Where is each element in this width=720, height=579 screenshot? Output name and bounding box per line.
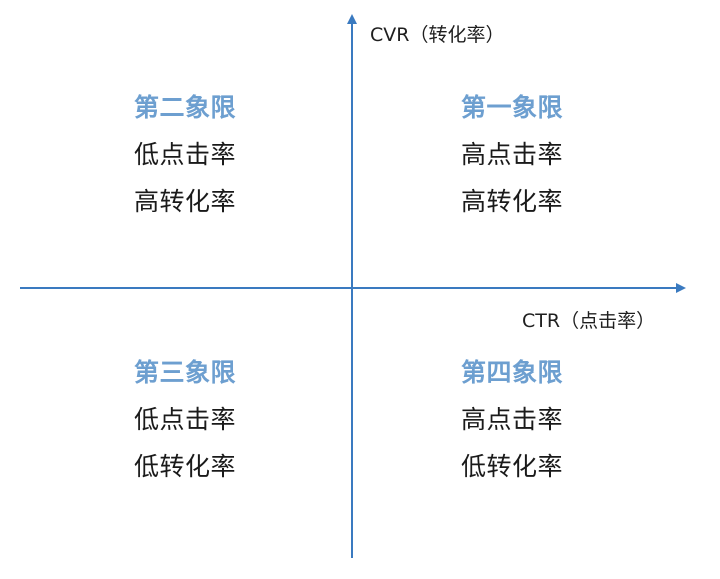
quadrant-4: 第四象限 高点击率 低转化率 [461, 360, 591, 501]
y-axis-label: CVR（转化率） [370, 24, 505, 46]
quadrant-2-cvr: 高转化率 [134, 187, 237, 216]
x-axis-label: CTR（点击率） [522, 310, 656, 332]
quadrant-2-ctr: 低点击率 [134, 140, 237, 169]
quadrant-3-title: 第三象限 [134, 358, 237, 387]
quadrant-2: 第二象限 低点击率 高转化率 [134, 95, 264, 236]
quadrant-1-cvr: 高转化率 [461, 187, 564, 216]
quadrant-3: 第三象限 低点击率 低转化率 [134, 360, 264, 501]
x-axis-arrow-icon [676, 283, 686, 293]
quadrant-1-title: 第一象限 [461, 93, 564, 122]
y-axis-arrow-icon [347, 14, 357, 24]
quadrant-1: 第一象限 高点击率 高转化率 [461, 95, 591, 236]
quadrant-2-title: 第二象限 [134, 93, 237, 122]
quadrant-3-ctr: 低点击率 [134, 405, 237, 434]
quadrant-4-cvr: 低转化率 [461, 452, 564, 481]
quadrant-4-ctr: 高点击率 [461, 405, 564, 434]
quadrant-1-ctr: 高点击率 [461, 140, 564, 169]
quadrant-4-title: 第四象限 [461, 358, 564, 387]
quadrant-3-cvr: 低转化率 [134, 452, 237, 481]
